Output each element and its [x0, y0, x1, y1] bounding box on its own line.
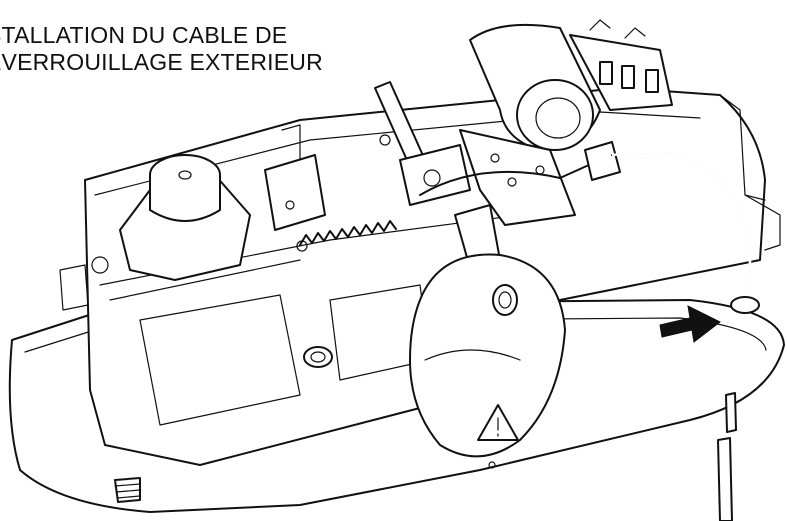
screw-icon [303, 346, 333, 368]
caption-line-2: EVERROUILLAGE EXTERIEUR [0, 49, 323, 75]
diagram-caption: STALLATION DU CABLE DE EVERROUILLAGE EXT… [0, 22, 323, 76]
lock-rod [717, 392, 737, 521]
lever-rod [374, 81, 471, 206]
warning-triangle-icon [477, 404, 519, 441]
solenoid [469, 19, 673, 151]
rotary-cam [119, 154, 251, 281]
direction-arrow-icon [659, 305, 721, 343]
return-spring [296, 220, 397, 252]
micro-switch [264, 124, 326, 231]
cable-bracket [459, 129, 576, 226]
release-handle [409, 204, 566, 458]
release-cable [419, 141, 760, 314]
caption-line-1: STALLATION DU CABLE DE [0, 22, 288, 48]
